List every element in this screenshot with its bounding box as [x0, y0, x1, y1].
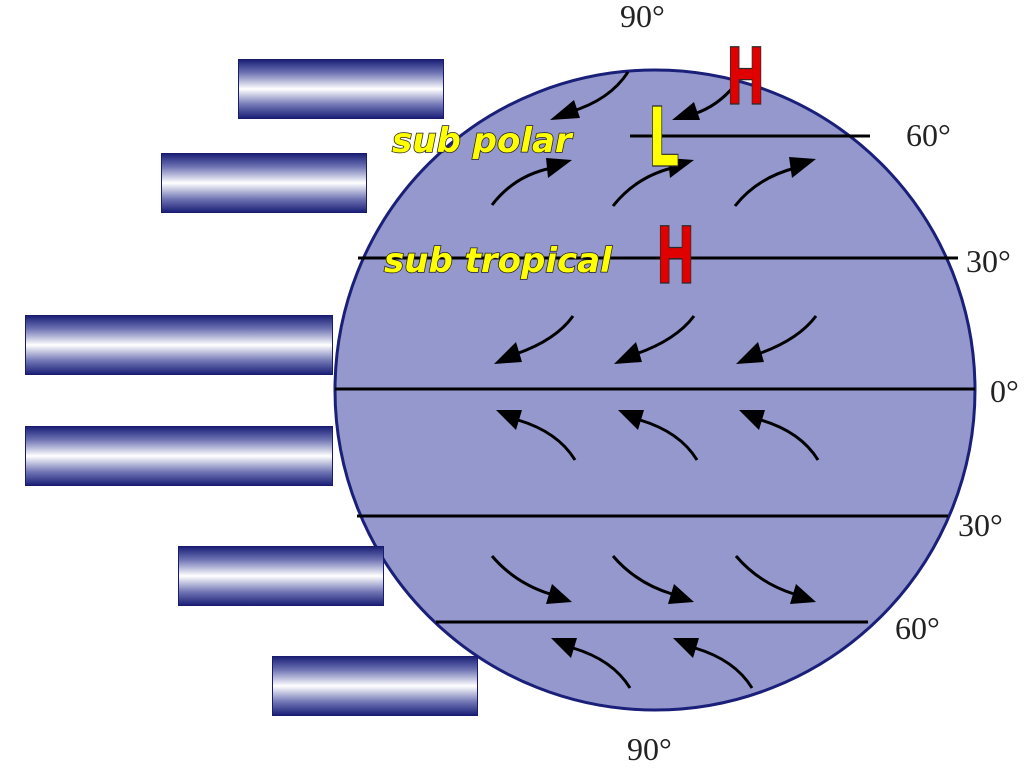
- latitude-label-south-30: 30°: [958, 507, 1003, 543]
- latitude-label-north-30: 30°: [966, 243, 1011, 279]
- latitude-label-equator: 0°: [990, 373, 1019, 409]
- latitude-label-north-60: 60°: [906, 117, 951, 153]
- southeast-trades: [496, 410, 820, 461]
- latitude-label-south-60: 60°: [895, 610, 940, 646]
- blank-label-box-6: [272, 656, 478, 716]
- blank-label-box-2: [161, 153, 367, 213]
- polar-high-label: H: [726, 32, 765, 123]
- sub-tropical-high-label: H: [656, 211, 695, 302]
- sub-tropical-label: sub tropical: [384, 241, 613, 281]
- westerlies-north: [490, 157, 816, 207]
- blank-label-box-3: [25, 315, 333, 375]
- polar-easterlies-south: [551, 638, 754, 689]
- latitude-label-south-pole: 90°: [627, 731, 672, 767]
- latitude-label-north-pole: 90°: [620, 0, 665, 34]
- latitude-lines: [335, 134, 975, 624]
- blank-label-box-4: [25, 426, 333, 486]
- westerlies-south: [490, 555, 816, 604]
- blank-label-box-1: [238, 59, 444, 119]
- blank-label-box-5: [178, 546, 384, 606]
- polar-easterlies-north: [550, 71, 737, 120]
- northeast-trades: [494, 315, 818, 364]
- sub-polar-low-label: L: [648, 90, 679, 186]
- sub-polar-label: sub polar: [392, 121, 574, 161]
